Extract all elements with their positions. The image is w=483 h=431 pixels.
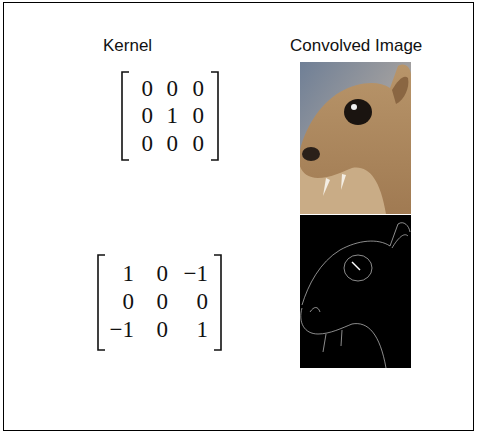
matrix-cell: 0 (162, 103, 204, 129)
matrix-cell: 0 (136, 76, 178, 102)
bracket (214, 255, 221, 350)
matrix-cell: 0 (162, 76, 204, 102)
matrix-cell: 0 (126, 289, 168, 315)
column-heading: Convolved Image (290, 36, 422, 56)
matrix-cell: −1 (166, 261, 208, 287)
edge-image (300, 215, 411, 368)
matrix-cell: 0 (136, 131, 178, 157)
matrix-cell: 0 (111, 103, 153, 129)
frame (4, 3, 474, 431)
matrix-cell: 0 (166, 289, 208, 315)
bracket (98, 255, 105, 350)
matrix-cell: 0 (126, 261, 168, 287)
bracket (211, 72, 218, 160)
matrix-cell: 1 (166, 317, 208, 343)
matrix-cell: 0 (92, 289, 134, 315)
matrix-cell: 1 (136, 103, 178, 129)
bracket (122, 72, 129, 160)
photo (300, 62, 411, 214)
matrix-cell: 0 (111, 131, 153, 157)
matrix-cell: 0 (126, 317, 168, 343)
matrix-cell: 0 (162, 131, 204, 157)
matrix-cell: 1 (92, 261, 134, 287)
matrix-cell: −1 (92, 317, 134, 343)
matrix-cell: 0 (111, 76, 153, 102)
column-heading: Kernel (103, 36, 152, 56)
